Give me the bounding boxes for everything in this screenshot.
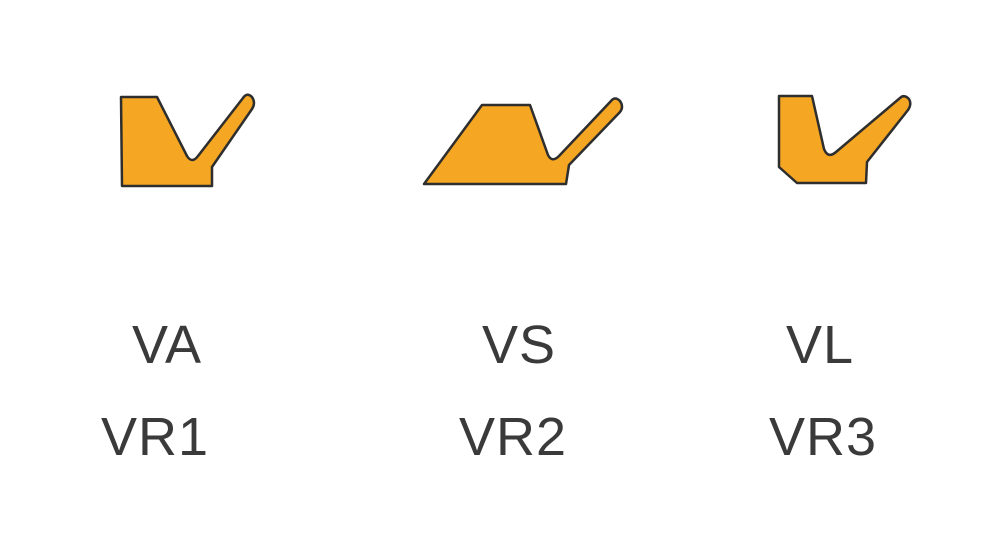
- label-vr3: VR3: [768, 407, 878, 467]
- seal-profile-vl-shape: [777, 94, 912, 185]
- seal-profile-va-shape: [119, 93, 256, 188]
- label-va: VA: [131, 315, 203, 375]
- seal-profile-vs-shape: [422, 97, 624, 186]
- label-vr1: VR1: [100, 407, 210, 467]
- label-vl: VL: [785, 315, 855, 375]
- label-vs: VS: [481, 315, 557, 375]
- seal-profiles-svg: [119, 93, 912, 188]
- label-vr2: VR2: [458, 407, 568, 467]
